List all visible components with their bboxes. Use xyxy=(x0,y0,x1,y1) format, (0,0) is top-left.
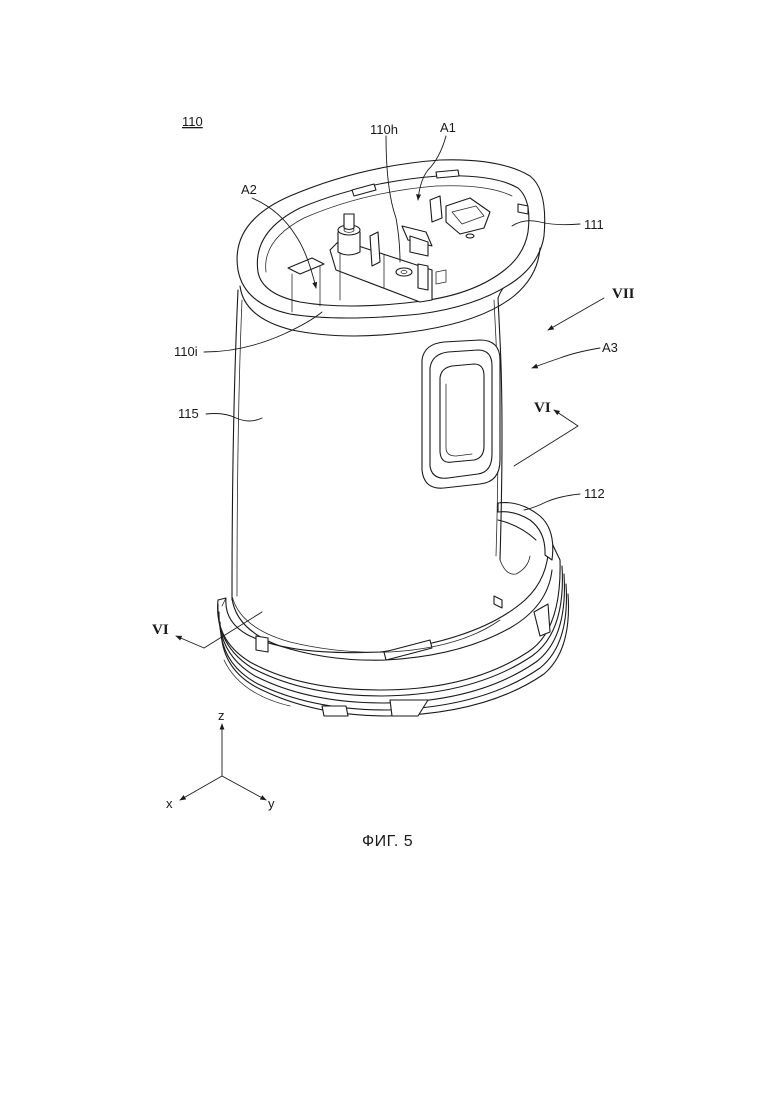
axis-y-label: y xyxy=(268,796,275,811)
label-vi-left: VI xyxy=(152,622,169,638)
coordinate-axes: z x y xyxy=(166,708,275,811)
label-112: 112 xyxy=(584,486,605,501)
label-a2: A2 xyxy=(241,182,257,197)
label-111: 111 xyxy=(584,217,604,232)
label-115: 115 xyxy=(178,406,199,421)
side-window xyxy=(422,340,500,488)
label-vi-right: VI xyxy=(534,400,551,416)
figure-caption: ФИГ. 5 xyxy=(362,833,413,850)
figure-reference-numeral: 110 xyxy=(182,114,203,129)
label-110i: 110i xyxy=(174,344,198,359)
base-flange xyxy=(218,503,569,716)
label-a3: A3 xyxy=(602,340,618,355)
axis-z-label: z xyxy=(218,708,225,723)
label-110h: 110h xyxy=(370,122,398,137)
axis-x-label: x xyxy=(166,796,173,811)
label-vii: VII xyxy=(612,286,635,302)
label-a1: A1 xyxy=(440,120,456,135)
